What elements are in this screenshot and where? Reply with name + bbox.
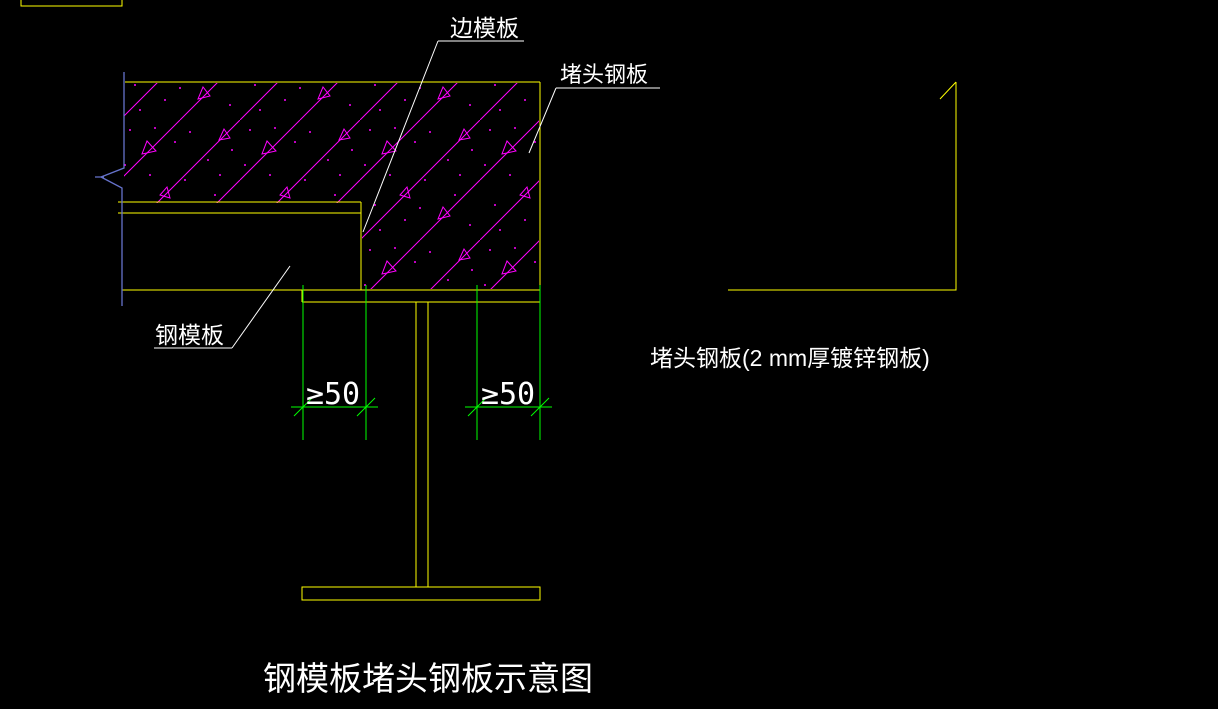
head-plate-label: 堵头钢板 bbox=[560, 62, 648, 87]
steel-formwork-leader-line bbox=[231, 265, 291, 349]
dim-text-left: ≥50 bbox=[306, 377, 360, 412]
head-plate-bent-lip bbox=[939, 81, 957, 100]
concrete-hatch-region bbox=[124, 83, 539, 289]
head-plate-leader-line bbox=[528, 87, 557, 154]
head-plate-profile bbox=[728, 82, 957, 291]
break-line bbox=[95, 72, 125, 306]
dimensions: ≥50 ≥50 bbox=[291, 285, 552, 440]
steel-formwork-label: 钢模板 bbox=[155, 322, 224, 348]
dim-tick-marks bbox=[293, 397, 550, 417]
i-beam bbox=[301, 290, 541, 601]
edge-formwork-label: 边模板 bbox=[450, 15, 519, 41]
cropped-box-top-edge bbox=[20, 0, 123, 7]
head-plate-note: 堵头钢板(2 mm厚镀锌钢板) bbox=[650, 345, 930, 371]
edge-formwork-leader-line bbox=[362, 40, 439, 233]
callout-steel-formwork: 钢模板 bbox=[154, 265, 291, 349]
dim-text-right: ≥50 bbox=[481, 377, 535, 412]
beam-bottom-flange bbox=[301, 586, 541, 601]
callout-edge-formwork: 边模板 bbox=[362, 15, 524, 233]
head-plate-figure: 堵头钢板(2 mm厚镀锌钢板) bbox=[650, 81, 957, 371]
callout-head-plate: 堵头钢板 bbox=[528, 62, 660, 154]
drawing-title: 钢模板堵头钢板示意图 bbox=[263, 660, 593, 697]
